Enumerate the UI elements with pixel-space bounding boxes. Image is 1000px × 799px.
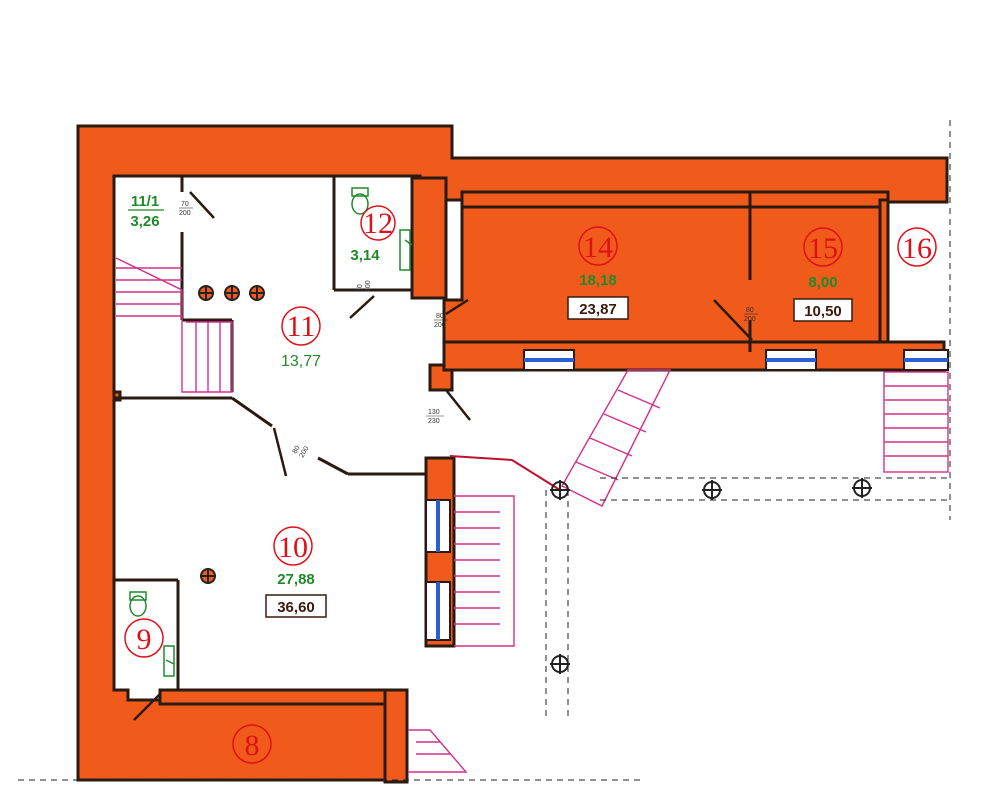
room-number-16: 16 [902, 232, 932, 265]
column-marker [550, 654, 570, 674]
area-12: 3,14 [350, 247, 380, 264]
toilet-icon [351, 187, 369, 215]
room-circle-9 [124, 618, 164, 658]
column-marker [200, 568, 216, 584]
svg-text:200: 200 [434, 322, 446, 329]
column-marker [702, 480, 722, 500]
room-number-10: 10 [278, 531, 308, 564]
sink-icon [399, 229, 413, 271]
svg-text:200: 200 [299, 445, 311, 459]
stair-room8 [408, 729, 468, 773]
total-box-15 [793, 298, 853, 322]
svg-text:130: 130 [428, 409, 440, 416]
door-label-11: 80 200 [434, 313, 448, 329]
entry-ramp [449, 455, 561, 491]
columns [198, 285, 872, 674]
svg-text:80: 80 [746, 307, 754, 314]
door-label-10: 80 200 [292, 445, 311, 459]
door-label-entry: 130 230 [426, 409, 444, 425]
door-label-11-1: 70 200 [179, 201, 193, 217]
room-circle-12 [360, 205, 396, 241]
door-labels: 70 200 60 200 80 200 80 200 80 200 130 2… [179, 201, 758, 459]
stair-room10 [454, 495, 515, 647]
svg-text:200: 200 [365, 280, 372, 292]
column-marker [224, 285, 240, 301]
door-label-12: 60 200 [357, 280, 372, 292]
door-label-14: 80 200 [744, 307, 758, 323]
room-number-9: 9 [137, 623, 152, 656]
stair-room11 [115, 257, 233, 393]
wall-bottom-pier [383, 688, 409, 784]
room-number-11: 11 [287, 310, 316, 343]
total-box-14 [567, 296, 629, 320]
room-circle-11 [281, 306, 321, 346]
column-marker [249, 285, 265, 301]
total-area-15: 10,50 [804, 303, 842, 320]
building-walls [76, 124, 949, 782]
room-circle-10 [273, 526, 313, 566]
window-room10-2 [425, 581, 451, 641]
sink-icon [163, 645, 175, 677]
room-number-12: 12 [363, 207, 393, 240]
window-room10-1 [425, 499, 451, 553]
wall-15-16 [748, 190, 890, 209]
svg-text:200: 200 [744, 316, 756, 323]
sanitary-fixtures [129, 187, 413, 677]
room-circle-8 [232, 724, 272, 764]
total-box-10 [265, 594, 327, 618]
dashed-lines [18, 120, 951, 781]
room-number-11-1: 11/1 [131, 193, 159, 210]
wall-pier-15-16 [878, 198, 890, 354]
area-10: 27,88 [277, 571, 315, 588]
stair-entry [561, 369, 672, 507]
window-corridor-1 [523, 349, 575, 371]
partitions [114, 176, 752, 690]
wall-14-15 [460, 190, 752, 209]
svg-text:60: 60 [357, 284, 364, 292]
room-number-14: 14 [583, 231, 613, 264]
svg-text:200: 200 [179, 210, 191, 217]
window-corridor-2 [765, 349, 817, 371]
toilet-icon [129, 591, 147, 617]
wall-pier-12 [410, 176, 448, 300]
room-circle-15 [803, 227, 843, 267]
stair-room16 [883, 371, 949, 473]
total-area-10: 36,60 [277, 599, 315, 616]
room-circle-14 [578, 226, 618, 266]
area-15: 8,00 [808, 274, 837, 291]
column-marker [852, 478, 872, 498]
window-corridor-3 [903, 349, 949, 371]
column-marker [550, 480, 570, 500]
column-marker [198, 285, 214, 301]
area-14: 18,18 [579, 272, 617, 289]
area-11-1: 3,26 [130, 213, 159, 230]
wall-corridor-south [442, 340, 946, 372]
area-11: 13,77 [281, 353, 321, 370]
room-number-15: 15 [808, 232, 838, 265]
windows [425, 349, 949, 641]
door-leaves [133, 191, 753, 721]
svg-text:80: 80 [436, 313, 444, 320]
room-number-8: 8 [245, 729, 260, 762]
svg-text:80: 80 [292, 445, 302, 455]
wall-bottom-10 [158, 688, 394, 706]
wall-left-strip [112, 390, 122, 402]
svg-text:230: 230 [428, 418, 440, 425]
room-circles [124, 205, 937, 764]
total-area-14: 23,87 [579, 301, 617, 318]
svg-text:70: 70 [181, 201, 189, 208]
room-circle-16 [897, 227, 937, 267]
stairs [115, 257, 949, 773]
